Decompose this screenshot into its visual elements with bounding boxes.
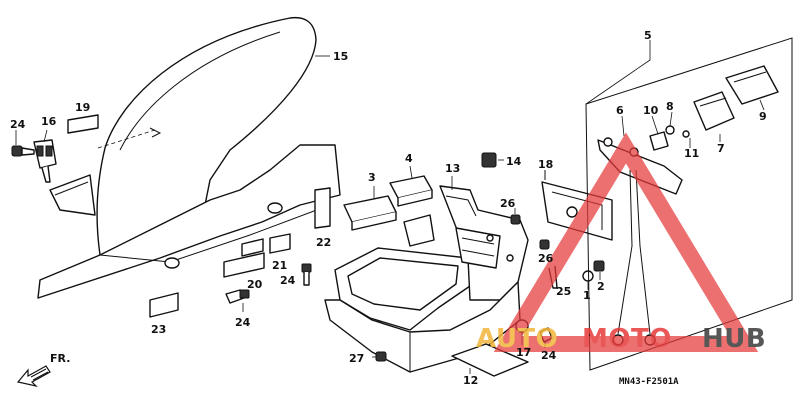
callout-26-lower: 26 — [538, 252, 554, 265]
cushion-14 — [481, 152, 504, 168]
callout-26-upper: 26 — [500, 197, 516, 210]
callout-27: 27 — [349, 352, 364, 365]
front-label: FR. — [50, 352, 70, 365]
callout-21: 21 — [272, 259, 287, 272]
callout-24-right: 24 — [541, 349, 557, 362]
callout-24-left: 24 — [10, 118, 26, 131]
taillight-group — [585, 37, 793, 371]
drawing-code: MN43-F2501A — [619, 377, 679, 387]
callout-23: 23 — [151, 323, 166, 336]
callout-19: 19 — [75, 101, 90, 114]
taillight-parts — [597, 65, 779, 346]
left-bolt-clamp — [11, 129, 57, 183]
callout-1: 1 — [583, 289, 591, 302]
part-4 — [389, 165, 433, 207]
bolt-24-mid — [301, 263, 312, 286]
callout-10: 10 — [643, 104, 659, 117]
callout-24-lower: 24 — [235, 316, 251, 329]
watermark: AUTO MOTO HUB — [476, 132, 766, 354]
callout-5: 5 — [644, 29, 652, 42]
callout-9: 9 — [759, 110, 767, 123]
rear-fender — [37, 16, 341, 299]
callout-24-mid: 24 — [280, 274, 296, 287]
callout-13: 13 — [445, 162, 460, 175]
callout-17: 17 — [516, 346, 531, 359]
callout-2: 2 — [597, 280, 605, 293]
callouts: 5 15 19 24 16 6 10 8 9 7 11 4 14 13 18 3… — [10, 29, 767, 387]
stickers — [67, 114, 331, 318]
callout-11: 11 — [684, 147, 699, 160]
watermark-text-hub: HUB — [702, 324, 766, 354]
callout-20: 20 — [247, 278, 263, 291]
callout-8: 8 — [666, 100, 674, 113]
callout-7: 7 — [717, 142, 725, 155]
mat-12 — [451, 343, 529, 377]
callout-6: 6 — [616, 104, 624, 117]
part-3 — [343, 186, 397, 231]
bolt-24-lower — [225, 289, 250, 312]
callout-15: 15 — [333, 50, 348, 63]
callout-16: 16 — [41, 115, 57, 128]
callout-18: 18 — [538, 158, 553, 171]
watermark-triangle-icon — [493, 132, 759, 352]
callout-14: 14 — [506, 155, 522, 168]
callout-22: 22 — [316, 236, 331, 249]
callout-12: 12 — [463, 374, 478, 387]
callout-25: 25 — [556, 285, 571, 298]
front-indicator: FR. — [16, 352, 70, 388]
watermark-text-auto: AUTO — [476, 324, 558, 354]
callout-4: 4 — [405, 152, 413, 165]
callout-3: 3 — [368, 171, 376, 184]
watermark-text-moto: MOTO — [582, 324, 672, 354]
